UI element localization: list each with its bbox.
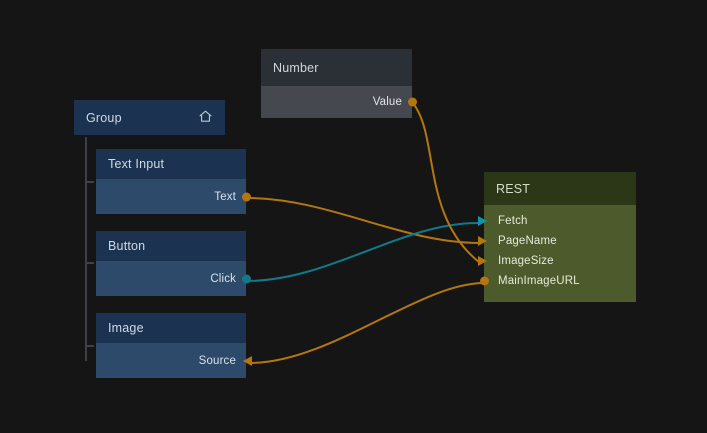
port-number-value[interactable]: Value: [261, 92, 417, 112]
home-icon[interactable]: [198, 109, 213, 127]
node-text-input-body: Text: [96, 179, 251, 214]
port-rest-pagename-arrow-right-icon[interactable]: [478, 236, 487, 246]
node-group-title: Group: [86, 110, 122, 125]
port-rest-pagename[interactable]: PageName: [478, 231, 636, 251]
wire-textinput-text-to-rest-pagename: [245, 197, 481, 244]
port-button-click-label: Click: [210, 273, 236, 285]
node-rest-title: REST: [496, 181, 531, 196]
port-rest-imagesize-label: ImageSize: [498, 255, 554, 267]
node-number-header[interactable]: Number: [261, 49, 412, 86]
port-button-click[interactable]: Click: [96, 269, 251, 289]
port-rest-fetch[interactable]: Fetch: [478, 211, 636, 231]
node-group[interactable]: Group: [74, 100, 225, 135]
port-rest-fetch-label: Fetch: [498, 215, 528, 227]
node-text-input-header[interactable]: Text Input: [96, 149, 246, 179]
wire-rest-mainimageurl-to-image-source: [249, 282, 485, 364]
node-button[interactable]: Button Click: [96, 231, 251, 296]
node-image-header[interactable]: Image: [96, 313, 246, 343]
node-number[interactable]: Number Value: [261, 49, 417, 118]
port-button-click-dot-icon[interactable]: [241, 274, 251, 284]
port-text-input-text[interactable]: Text: [96, 187, 251, 207]
port-number-value-dot-icon[interactable]: [407, 97, 417, 107]
wire-number-value-to-rest-imagesize: [411, 101, 481, 264]
port-text-input-text-label: Text: [214, 191, 236, 203]
wire-button-click-to-rest-fetch: [245, 222, 479, 282]
group-tree-vertical-rail: [85, 137, 87, 361]
node-button-body: Click: [96, 261, 251, 296]
group-tree-branch-button: [85, 262, 94, 264]
port-number-value-label: Value: [372, 96, 402, 108]
port-rest-mainimageurl-label: MainImageURL: [498, 275, 580, 287]
node-text-input[interactable]: Text Input Text: [96, 149, 251, 214]
port-rest-fetch-arrow-right-icon[interactable]: [478, 216, 487, 226]
port-rest-imagesize-arrow-right-icon[interactable]: [478, 256, 487, 266]
port-image-source[interactable]: Source: [96, 351, 252, 371]
port-rest-mainimageurl[interactable]: MainImageURL: [479, 271, 636, 291]
group-tree-branch-image: [85, 345, 94, 347]
group-tree-branch-textinput: [85, 181, 94, 183]
node-image[interactable]: Image Source: [96, 313, 252, 378]
port-text-input-text-dot-icon[interactable]: [241, 192, 251, 202]
node-image-title: Image: [108, 321, 144, 335]
port-image-source-arrow-left-icon[interactable]: [243, 356, 252, 366]
port-rest-imagesize[interactable]: ImageSize: [478, 251, 636, 271]
node-group-header[interactable]: Group: [74, 100, 225, 135]
node-image-body: Source: [96, 343, 252, 378]
node-number-title: Number: [273, 60, 319, 75]
port-rest-mainimageurl-dot-icon[interactable]: [479, 276, 489, 286]
node-number-body: Value: [261, 86, 417, 118]
node-text-input-title: Text Input: [108, 157, 165, 171]
node-rest-body: Fetch PageName ImageSize MainImageURL: [478, 205, 636, 302]
node-rest-header[interactable]: REST: [484, 172, 636, 205]
port-rest-pagename-label: PageName: [498, 235, 557, 247]
node-rest[interactable]: REST Fetch PageName ImageSize MainImageU…: [478, 172, 636, 302]
port-image-source-label: Source: [198, 355, 236, 367]
node-button-header[interactable]: Button: [96, 231, 246, 261]
node-button-title: Button: [108, 239, 146, 253]
